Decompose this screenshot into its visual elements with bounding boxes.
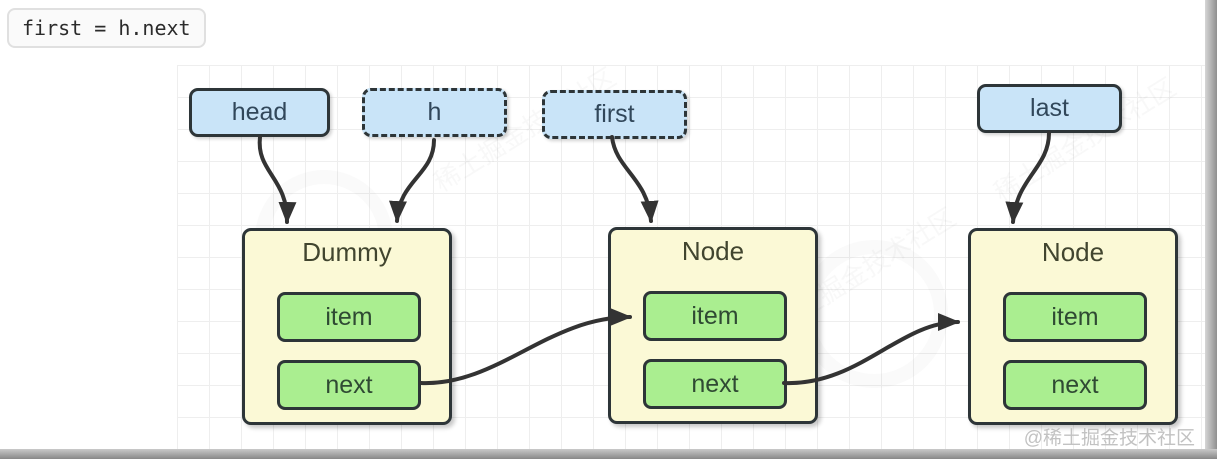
node-title: Node xyxy=(1041,237,1105,267)
pointer-label: last xyxy=(1030,94,1069,122)
community-watermark: @稀土掘金技术社区 xyxy=(1023,428,1195,449)
window-edge-bottom xyxy=(0,449,1217,459)
field-next: next xyxy=(277,360,421,410)
pointer-box-last: last xyxy=(977,84,1122,133)
field-label: next xyxy=(325,370,373,399)
node-box-1: Node item next xyxy=(608,227,818,424)
pointer-box-head: head xyxy=(189,88,330,137)
field-item: item xyxy=(277,292,421,342)
pointer-label: h xyxy=(427,98,442,126)
pointer-box-first: first xyxy=(542,90,687,139)
field-item: item xyxy=(643,291,787,341)
field-label: item xyxy=(325,302,373,331)
node-box-2: Node item next xyxy=(968,228,1178,425)
node-title: Dummy xyxy=(302,237,392,267)
field-item: item xyxy=(1003,292,1147,342)
node-box-dummy: Dummy item next xyxy=(242,228,452,425)
node-title: Node xyxy=(681,236,745,266)
code-snippet: first = h.next xyxy=(7,8,206,48)
field-label: next xyxy=(1051,370,1099,399)
window-edge-right xyxy=(1205,0,1217,459)
field-next: next xyxy=(1003,360,1147,410)
field-label: item xyxy=(1051,302,1099,331)
pointer-label: first xyxy=(594,100,635,128)
pointer-box-h: h xyxy=(362,88,507,137)
pointer-label: head xyxy=(231,98,288,126)
field-label: item xyxy=(691,301,739,330)
faint-logo-ring xyxy=(800,240,948,388)
field-next: next xyxy=(643,359,787,409)
field-label: next xyxy=(691,369,739,398)
